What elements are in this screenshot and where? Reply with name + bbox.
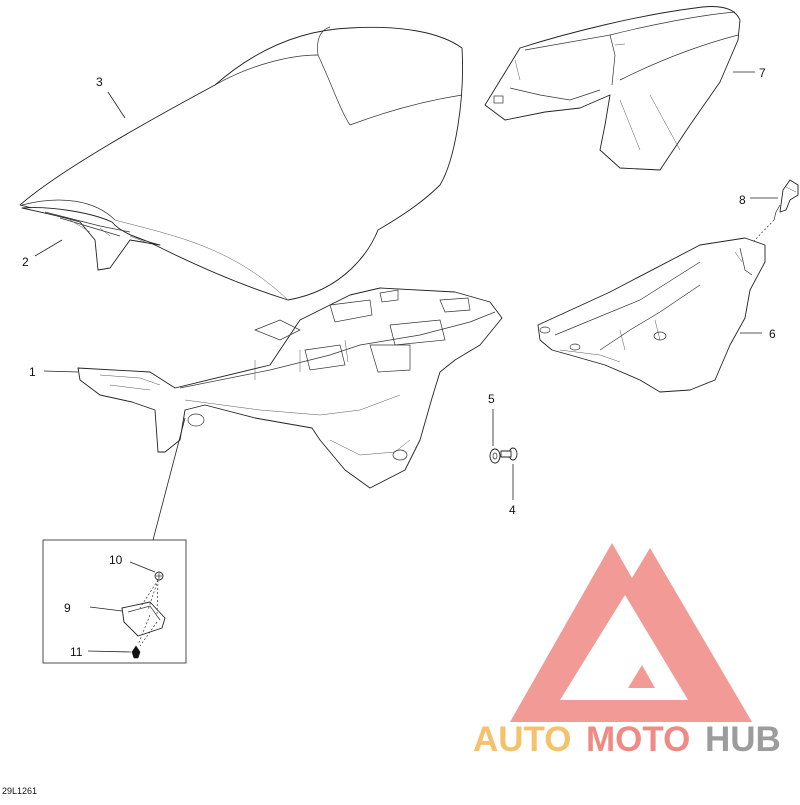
callout-6: 6 — [769, 327, 776, 341]
screw-part — [500, 447, 518, 461]
clip-bracket-part — [121, 579, 166, 647]
watermark-brand-auto: AUTO — [473, 720, 572, 759]
callout-11: 11 — [70, 645, 83, 659]
watermark-brand-moto: MOTO — [586, 720, 690, 759]
watermark-logo — [510, 543, 752, 722]
leader-lines — [34, 71, 778, 653]
watermark-brand-hub: HUB — [705, 720, 781, 759]
washer-part — [489, 448, 501, 464]
document-code: 29L1261 — [2, 786, 37, 796]
callout-3: 3 — [96, 75, 103, 89]
seat-base-part — [21, 207, 161, 271]
seat-cushion-part — [19, 26, 463, 301]
callout-10: 10 — [109, 553, 123, 567]
watermark-triangle-mark — [510, 543, 752, 722]
callout-4: 4 — [509, 503, 516, 517]
callout-5: 5 — [488, 392, 495, 406]
callout-7: 7 — [759, 66, 766, 80]
detail-inset-box — [42, 539, 187, 664]
callout-8: 8 — [739, 193, 746, 207]
seat-frame-part — [77, 287, 503, 489]
callout-2: 2 — [22, 255, 29, 269]
screw-small-part — [154, 571, 164, 581]
callout-9: 9 — [64, 601, 71, 615]
callout-1: 1 — [29, 365, 36, 379]
side-cover-part — [484, 6, 741, 171]
bracket-cable-part — [751, 179, 799, 244]
side-panel-part — [537, 237, 766, 393]
nut-clip-part — [131, 645, 141, 659]
